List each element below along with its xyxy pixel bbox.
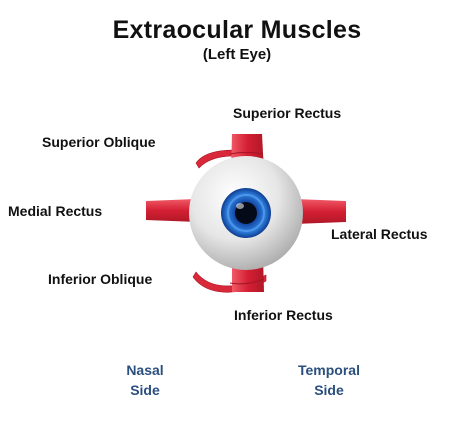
diagram-subtitle: (Left Eye) <box>202 46 272 63</box>
label-superior-oblique: Superior Oblique <box>42 134 156 150</box>
temporal-side-line1: Temporal <box>298 362 360 378</box>
diagram-title: Extraocular Muscles <box>112 16 362 44</box>
medial-rectus-muscle <box>146 199 198 222</box>
label-superior-rectus: Superior Rectus <box>233 105 342 121</box>
temporal-side-line2: Side <box>314 382 344 398</box>
temporal-side-label: Temporal Side <box>274 360 384 400</box>
lateral-rectus-muscle <box>294 199 346 224</box>
label-inferior-rectus: Inferior Rectus <box>234 307 333 323</box>
label-inferior-oblique: Inferior Oblique <box>48 271 153 287</box>
nasal-side-line1: Nasal <box>126 362 164 378</box>
label-lateral-rectus: Lateral Rectus <box>331 226 428 242</box>
label-medial-rectus: Medial Rectus <box>8 203 103 219</box>
nasal-side-line2: Side <box>130 382 160 398</box>
nasal-side-label: Nasal Side <box>90 360 200 400</box>
